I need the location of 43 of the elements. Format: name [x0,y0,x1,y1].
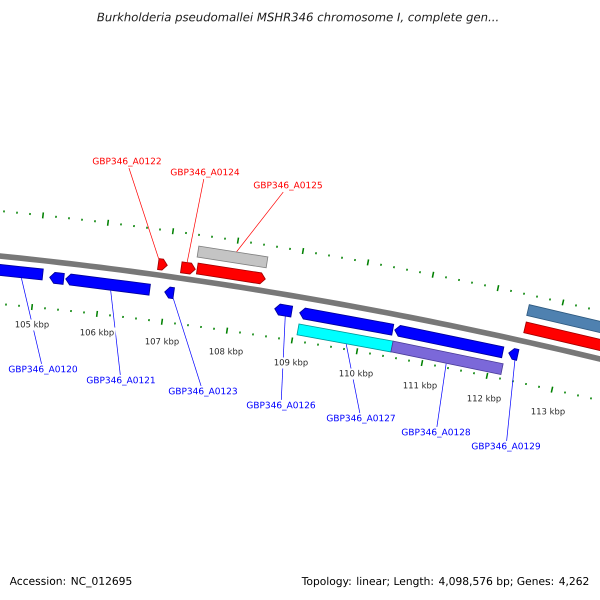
scale-label: 108 kbp [207,346,245,358]
gene-label: GBP346_A0121 [86,376,155,386]
gene-block [299,308,394,336]
scale-label: 113 kbp [529,406,567,418]
leader-line [186,178,204,262]
gene-block [274,304,294,318]
gene-label: GBP346_A0124 [170,168,240,178]
scale-label: 106 kbp [78,328,116,338]
gene-label: GBP346_A0122 [92,158,161,166]
gene-block [180,261,196,275]
gene-block [164,286,175,300]
gene-bar [390,340,504,375]
gene-label: GBP346_A0123 [168,388,237,396]
title: Burkholderia pseudomallei MSHR346 chromosome I, complete gen... [97,12,498,24]
gene-label: GBP346_A0128 [402,428,470,438]
gene-block [157,258,168,271]
gene-block [196,262,266,284]
gene-block [508,348,520,361]
leader-line [21,278,42,364]
scale-label: 109 kbp [272,358,310,368]
gene-label: GBP346_A0120 [8,366,78,374]
gene-block [49,272,65,285]
leader-line [506,360,516,442]
gene-label: GBP346_A0126 [246,402,316,410]
scale-label: 112 kbp [465,394,503,404]
gene-block [394,325,504,358]
footer-text: Topology: linear; Length: 4,098,576 bp; Genes: 4,262 [302,576,588,588]
gene-block [65,274,151,296]
scale-label: 110 kbp [337,368,375,380]
scale-label: 111 kbp [401,380,439,392]
gene-bar [296,324,394,352]
leader-line [236,192,284,252]
gene-bar [196,246,268,268]
leader-line [110,290,121,376]
footer-text: Accession: NC_012695 [10,576,132,588]
leader-line [172,298,202,386]
leader-line [128,168,159,259]
gene-label: GBP346_A0125 [254,182,322,190]
gene-label: GBP346_A0127 [326,414,395,424]
scale-label: 107 kbp [143,336,181,348]
scale-label: 105 kbp [13,320,51,330]
gene-label: GBP346_A0129 [472,442,540,452]
gene-block [0,264,44,280]
